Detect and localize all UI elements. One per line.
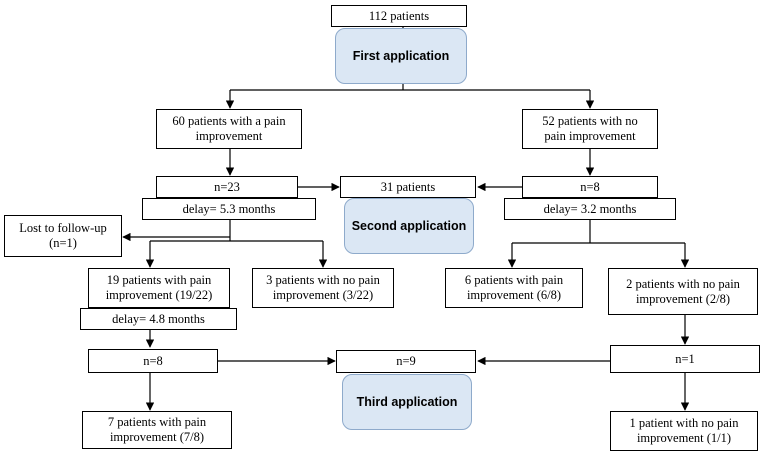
- node-31-patients: 31 patients: [340, 176, 476, 198]
- node-right-n-1: n=1: [610, 345, 760, 373]
- node-right-no-improvement-1: 1 patient with no pain improvement (1/1): [610, 411, 758, 451]
- node-left-no-improvement-3: 3 patients with no pain improvement (3/2…: [252, 268, 394, 308]
- node-total: 112 patients: [331, 5, 467, 27]
- node-first-application: First application: [335, 28, 467, 84]
- node-n-9: n=9: [336, 350, 476, 373]
- node-left-improvement-19: 19 patients with pain improvement (19/22…: [88, 268, 230, 308]
- node-right-improvement-6: 6 patients with pain improvement (6/8): [445, 268, 583, 308]
- node-right-no-improvement-2: 2 patients with no pain improvement (2/8…: [608, 268, 758, 315]
- node-lost-follow-up: Lost to follow-up (n=1): [4, 215, 122, 257]
- node-left-n-8: n=8: [88, 349, 218, 373]
- node-left-improvement-7: 7 patients with pain improvement (7/8): [82, 411, 232, 449]
- node-right-n: n=8: [522, 176, 658, 198]
- node-pain-improvement: 60 patients with a pain improvement: [156, 109, 302, 149]
- node-left-delay-2: delay= 4.8 months: [80, 308, 237, 330]
- node-right-delay: delay= 3.2 months: [504, 198, 676, 220]
- node-left-n: n=23: [156, 176, 298, 198]
- node-third-application: Third application: [342, 374, 472, 430]
- node-left-delay: delay= 5.3 months: [142, 198, 316, 220]
- node-second-application: Second application: [344, 198, 474, 254]
- node-no-pain-improvement: 52 patients with no pain improvement: [522, 109, 658, 149]
